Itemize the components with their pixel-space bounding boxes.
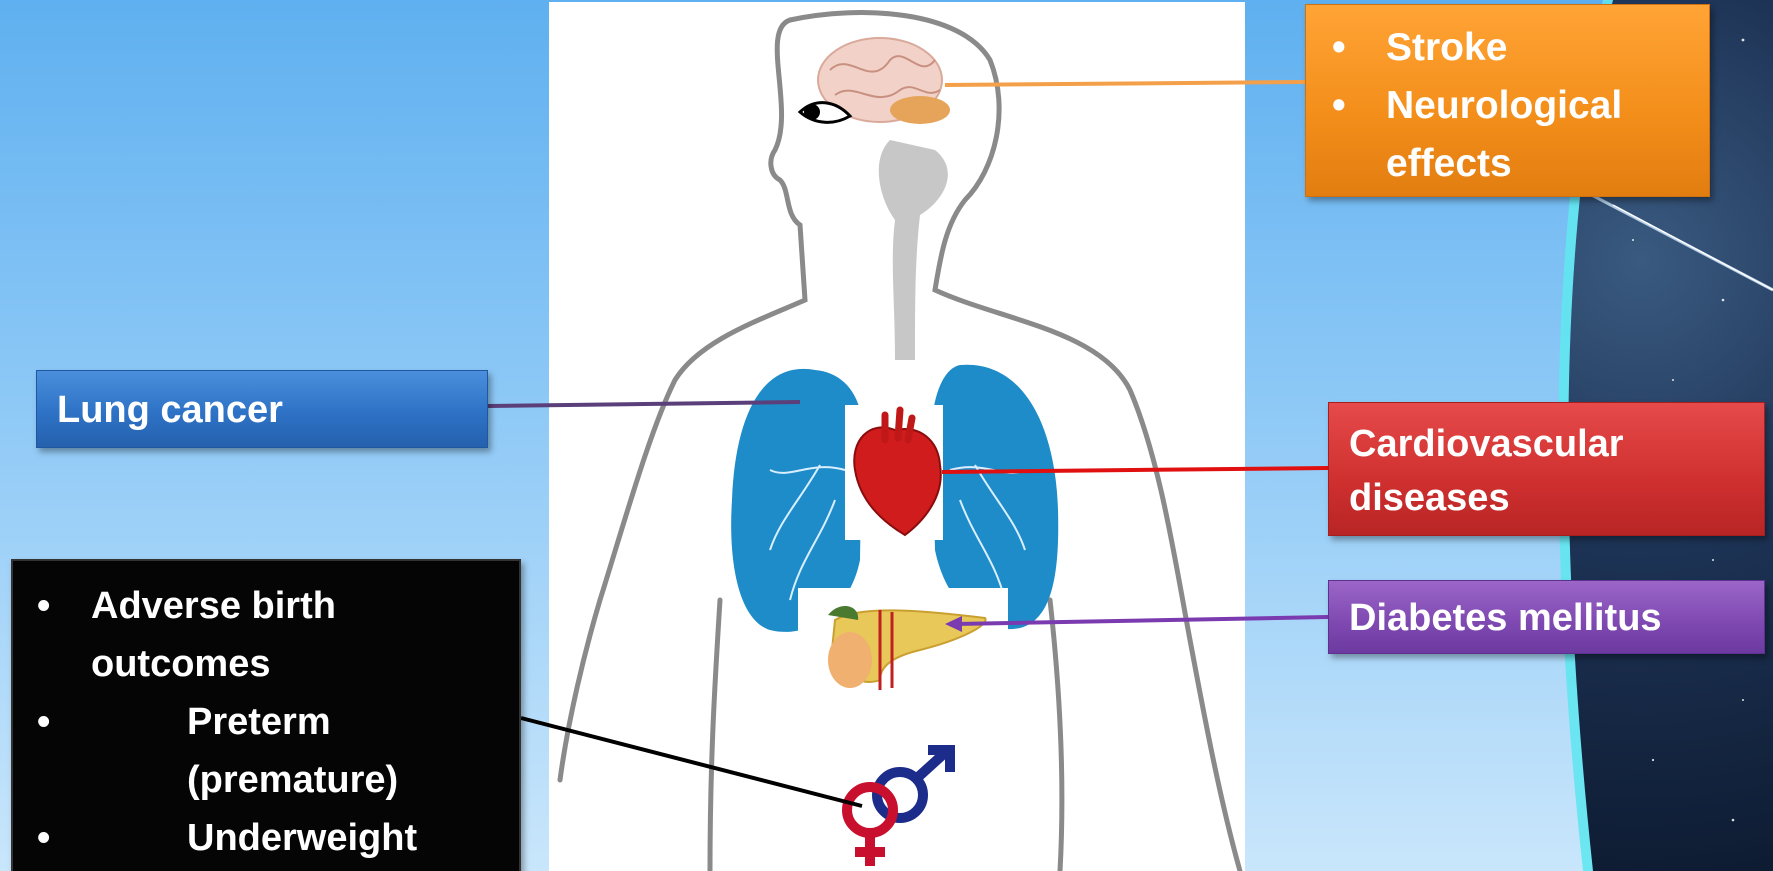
brain-effects-list: •Stroke •Neurological effects (1386, 19, 1709, 193)
birth-outcomes-box: •Adverse birth outcomes •Preterm (premat… (11, 559, 521, 871)
list-subitem: •Underweight (91, 809, 519, 867)
airway (879, 140, 948, 360)
cardiovascular-label: Cardiovascular diseases (1349, 417, 1669, 525)
list-subitem: •Preterm (premature) (91, 693, 519, 809)
brain-effects-box: •Stroke •Neurological effects (1305, 4, 1710, 197)
connector-reproductive (521, 718, 862, 806)
list-item: •Stroke (1386, 19, 1709, 77)
list-item-label: Neurological effects (1386, 77, 1656, 193)
lung-cancer-label: Lung cancer (57, 389, 283, 431)
cardiovascular-box: Cardiovascular diseases (1328, 402, 1765, 536)
bullet-icon: • (37, 809, 50, 867)
list-subitem-label: Preterm (premature) (187, 693, 447, 809)
diabetes-label: Diabetes mellitus (1349, 597, 1662, 639)
bullet-icon: • (1332, 77, 1346, 135)
list-item: •Adverse birth outcomes (91, 577, 519, 693)
diabetes-box: Diabetes mellitus (1328, 580, 1765, 654)
list-item-label: Stroke (1386, 26, 1507, 69)
bullet-icon: • (1332, 19, 1346, 77)
bullet-icon: • (37, 693, 50, 751)
gender-symbols-icon (847, 750, 950, 866)
lung-cancer-box: Lung cancer (36, 370, 488, 448)
birth-outcomes-list: •Adverse birth outcomes •Preterm (premat… (91, 577, 519, 867)
list-subitem-label: Underweight (187, 817, 417, 859)
list-item-label: Adverse birth outcomes (91, 577, 391, 693)
list-item: •Neurological effects (1386, 77, 1709, 193)
bullet-icon: • (37, 577, 50, 635)
